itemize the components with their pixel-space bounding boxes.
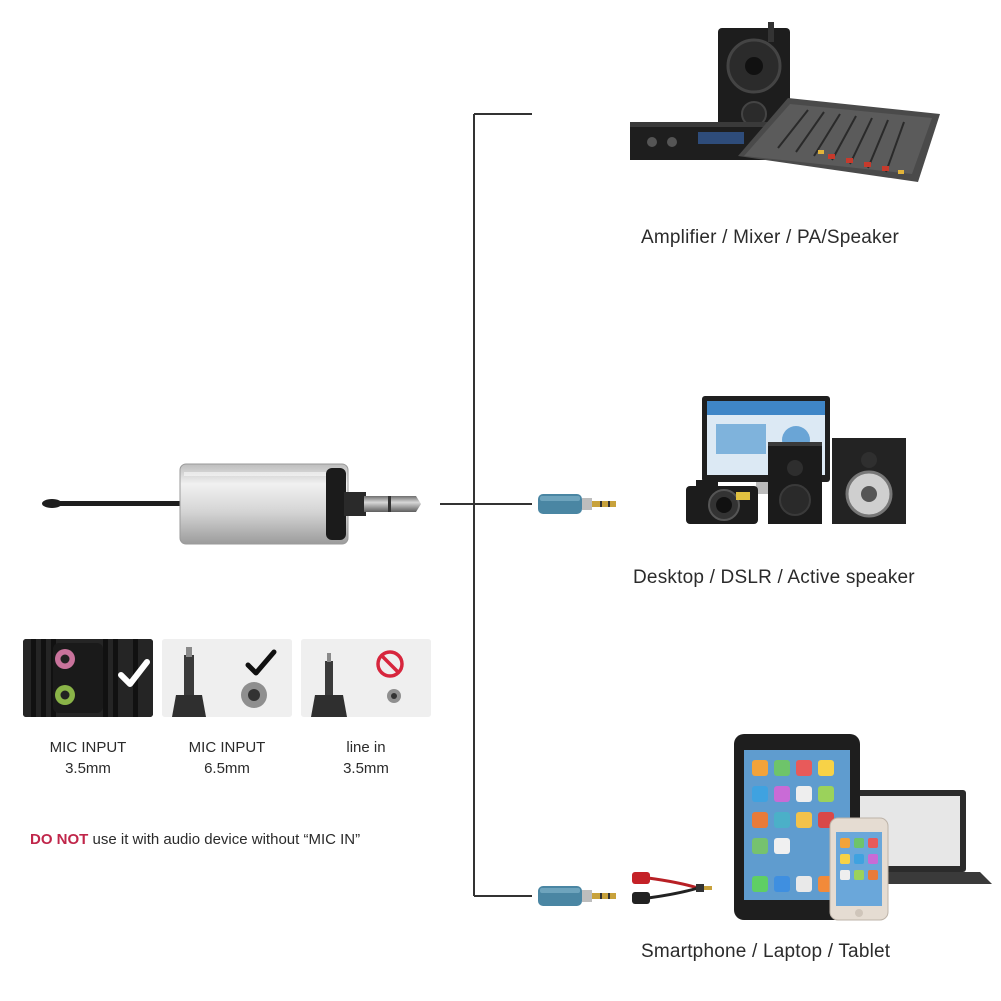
prohibited-icon	[376, 650, 404, 678]
destination-label-amplifier: Amplifier / Mixer / PA/Speaker	[641, 227, 900, 248]
speaker-left	[768, 442, 822, 524]
splitter-cable-image	[632, 872, 712, 904]
pa-speaker	[718, 22, 790, 136]
smartphone	[829, 817, 889, 921]
input-tile-mic-3-5mm	[23, 639, 153, 717]
wireless-receiver-image	[42, 463, 421, 545]
destination-label-smartphone: Smartphone / Laptop / Tablet	[641, 941, 891, 962]
check-mark-icon	[118, 659, 150, 687]
check-mark-icon	[245, 649, 277, 676]
warning-text: DO NOT use it with audio device without …	[30, 831, 360, 848]
input-tile-line-in-3-5mm	[301, 639, 431, 717]
input-tile-mic-6-5mm	[162, 639, 292, 717]
adapter-plug-bottom	[538, 886, 616, 906]
tablet	[734, 734, 860, 920]
warning-highlight: DO NOT	[30, 831, 89, 848]
smartphone-laptop-tablet-image	[734, 734, 992, 921]
plug-6-5mm-icon	[172, 647, 206, 717]
mixer-console	[738, 98, 940, 182]
warning-body: use it with audio device without “MIC IN…	[88, 831, 361, 848]
adapter-plug-middle	[538, 494, 616, 514]
destination-label-desktop: Desktop / DSLR / Active speaker	[633, 567, 915, 588]
desktop-dslr-speaker-image	[686, 396, 906, 524]
amplifier-mixer-speaker-image	[630, 22, 940, 182]
speaker-right	[832, 438, 906, 524]
dslr-camera	[686, 480, 758, 524]
plug-3-5mm-icon	[311, 653, 347, 717]
